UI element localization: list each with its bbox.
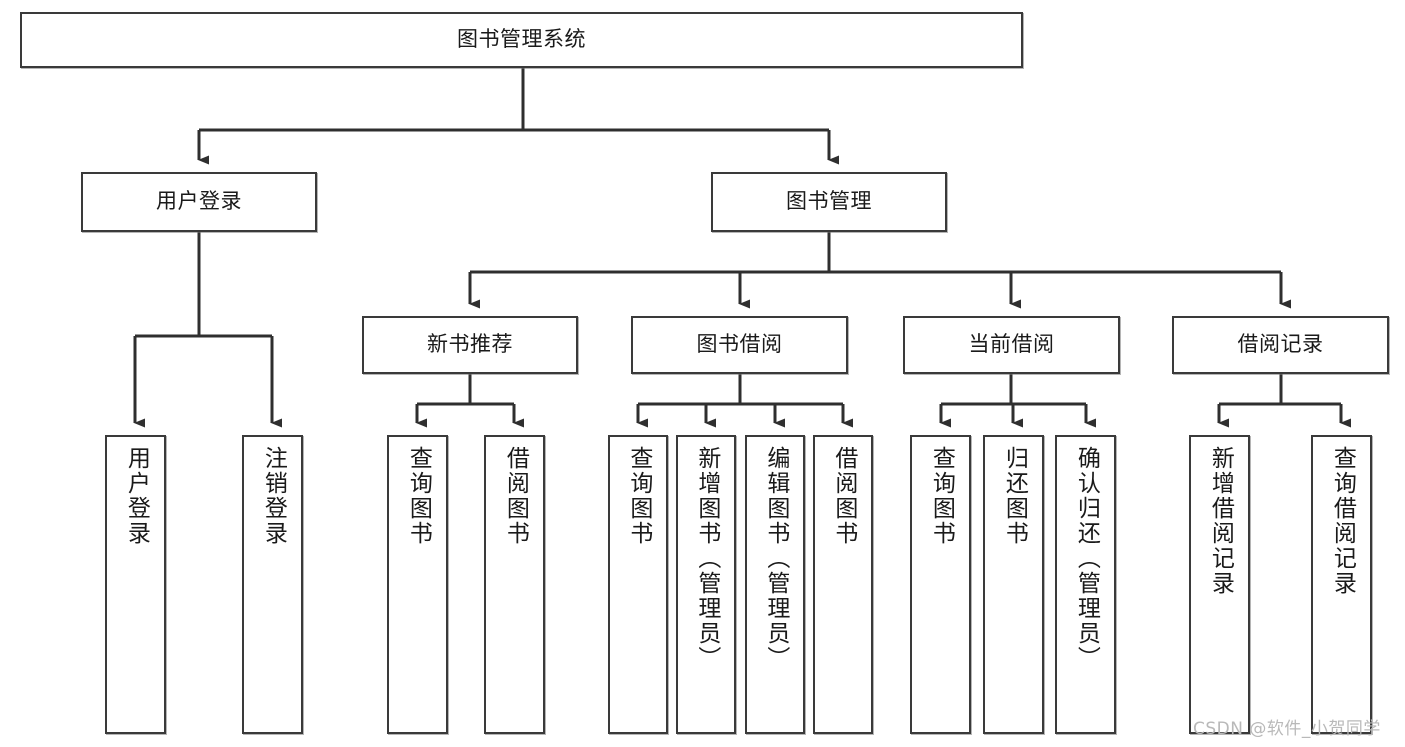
leaf-edit-book-admin[interactable]: 编辑图书（管理员） [745,435,805,734]
leaf-borrow-book-label: 借阅图书 [830,446,857,546]
leaf-edit-book-admin-label: 编辑图书（管理员） [762,446,789,671]
node-user-login[interactable]: 用户登录 [81,172,317,232]
leaf-query-book-recommend-label: 查询图书 [405,446,432,546]
node-book-borrow[interactable]: 图书借阅 [631,316,848,374]
leaf-user-login-label: 用户登录 [123,446,150,546]
leaf-confirm-return-admin-label: 确认归还（管理员） [1073,446,1100,671]
leaf-add-borrow-record[interactable]: 新增借阅记录 [1189,435,1250,734]
leaf-logout-label: 注销登录 [260,446,287,546]
node-book-management[interactable]: 图书管理 [711,172,947,232]
node-current-borrow[interactable]: 当前借阅 [903,316,1120,374]
node-new-book-recommend-label: 新书推荐 [427,332,513,357]
node-root-label: 图书管理系统 [457,27,586,52]
leaf-add-book-admin-label: 新增图书（管理员） [693,446,720,671]
leaf-query-book-label: 查询图书 [625,446,652,546]
csdn-watermark: CSDN @软件_小贺同学 [1193,719,1381,739]
leaf-query-borrow-record[interactable]: 查询借阅记录 [1311,435,1372,734]
node-user-login-label: 用户登录 [156,189,242,214]
node-borrow-records-label: 借阅记录 [1237,332,1324,357]
leaf-borrow-book-recommend-label: 借阅图书 [502,446,529,546]
leaf-borrow-book-recommend[interactable]: 借阅图书 [484,435,545,734]
leaf-query-book-recommend[interactable]: 查询图书 [387,435,448,734]
node-book-management-label: 图书管理 [786,189,872,214]
leaf-add-borrow-record-label: 新增借阅记录 [1207,446,1234,596]
node-current-borrow-label: 当前借阅 [968,332,1055,357]
leaf-query-borrow-record-label: 查询借阅记录 [1329,446,1356,596]
leaf-query-book[interactable]: 查询图书 [608,435,668,734]
leaf-query-book-current[interactable]: 查询图书 [910,435,971,734]
node-book-borrow-label: 图书借阅 [696,332,783,357]
leaf-query-book-current-label: 查询图书 [928,446,955,546]
leaf-borrow-book[interactable]: 借阅图书 [813,435,873,734]
node-root[interactable]: 图书管理系统 [20,12,1023,68]
leaf-return-book-label: 归还图书 [1001,446,1028,546]
node-new-book-recommend[interactable]: 新书推荐 [362,316,578,374]
leaf-logout[interactable]: 注销登录 [242,435,303,734]
leaf-return-book[interactable]: 归还图书 [983,435,1044,734]
leaf-user-login[interactable]: 用户登录 [105,435,166,734]
leaf-confirm-return-admin[interactable]: 确认归还（管理员） [1055,435,1116,734]
leaf-add-book-admin[interactable]: 新增图书（管理员） [676,435,736,734]
node-borrow-records[interactable]: 借阅记录 [1172,316,1389,374]
